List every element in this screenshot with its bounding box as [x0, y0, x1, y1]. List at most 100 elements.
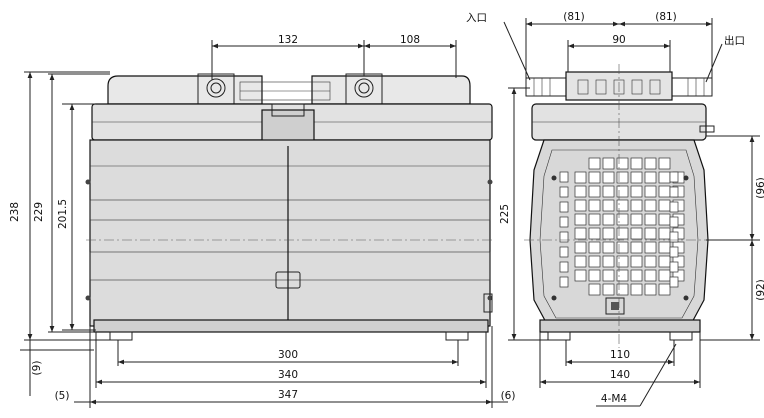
- vent-slot: [658, 185, 671, 198]
- side-foot-right: [669, 331, 693, 341]
- side-inlet-fitting: [525, 77, 573, 97]
- front-main-body: [89, 139, 491, 327]
- vent-slot: [630, 255, 643, 268]
- vent-slot: [644, 241, 657, 254]
- vent-slot: [644, 157, 657, 170]
- vent-slot: [630, 283, 643, 296]
- vent-slot: [644, 213, 657, 226]
- vent-slot-side: [669, 231, 679, 243]
- vent-slot: [616, 213, 629, 226]
- front-foot-left: [109, 331, 133, 341]
- vent-slot: [644, 269, 657, 282]
- vent-slot: [602, 171, 615, 184]
- vent-slot: [588, 185, 601, 198]
- front-top-cover-right: [311, 75, 471, 105]
- vent-slot-side: [559, 201, 569, 213]
- side-vent-grid: [559, 157, 685, 296]
- dim-132: 132: [278, 34, 298, 46]
- dim-347: 347: [278, 389, 298, 401]
- vent-slot: [630, 227, 643, 240]
- vent-slot: [588, 269, 601, 282]
- vent-slot: [630, 213, 643, 226]
- dim-225: 225: [499, 204, 511, 224]
- vent-slot-side: [669, 171, 679, 183]
- vent-slot: [588, 171, 601, 184]
- vent-slot: [630, 185, 643, 198]
- side-power-switch: [605, 297, 625, 315]
- vent-slot: [602, 269, 615, 282]
- vent-slot: [588, 227, 601, 240]
- vent-slot: [644, 199, 657, 212]
- vent-slot: [616, 241, 629, 254]
- front-center-latch: [275, 271, 301, 289]
- vent-slot: [616, 255, 629, 268]
- vent-slot: [658, 283, 671, 296]
- side-foot-left: [547, 331, 571, 341]
- dim-5: (5): [55, 390, 70, 402]
- vent-slot: [658, 157, 671, 170]
- vent-slot: [644, 255, 657, 268]
- vent-slot: [644, 171, 657, 184]
- side-outlet-fitting: [665, 77, 713, 97]
- vent-slot: [616, 185, 629, 198]
- vent-slot: [672, 269, 685, 282]
- dim-81-left: (81): [563, 11, 585, 23]
- vent-slot: [658, 213, 671, 226]
- vent-slot: [602, 227, 615, 240]
- vent-slot: [644, 227, 657, 240]
- vent-slot: [602, 283, 615, 296]
- vent-slot: [574, 255, 587, 268]
- vent-slot-side: [669, 261, 679, 273]
- vent-slot: [644, 185, 657, 198]
- vent-slot-side: [669, 246, 679, 258]
- dim-108: 108: [400, 34, 420, 46]
- vent-slot: [602, 157, 615, 170]
- vent-slot: [574, 241, 587, 254]
- front-foot-right: [445, 331, 469, 341]
- vent-slot-side: [559, 276, 569, 288]
- dim-96: (96): [755, 177, 764, 199]
- vent-slot: [630, 171, 643, 184]
- vent-slot: [658, 171, 671, 184]
- vent-slot: [616, 227, 629, 240]
- vent-slot: [588, 283, 601, 296]
- vent-slot: [672, 255, 685, 268]
- vent-slot: [588, 199, 601, 212]
- vent-slot: [658, 241, 671, 254]
- dim-92: (92): [755, 279, 764, 301]
- vent-slot-side: [559, 231, 569, 243]
- vent-slot-side: [669, 276, 679, 288]
- vent-slot: [574, 171, 587, 184]
- vent-slot: [574, 185, 587, 198]
- vent-slot: [588, 241, 601, 254]
- vent-slot-side: [669, 186, 679, 198]
- vent-slot-side: [559, 186, 569, 198]
- label-inlet: 入口: [466, 12, 487, 24]
- dim-340: 340: [278, 369, 298, 381]
- label-mount-4-m4: 4-M4: [601, 393, 628, 405]
- vent-slot: [588, 255, 601, 268]
- side-view: [524, 64, 716, 348]
- side-base-plate: [539, 319, 701, 333]
- vent-slot: [574, 269, 587, 282]
- front-view: [85, 73, 494, 341]
- dim-201-5: 201.5: [57, 199, 69, 229]
- vent-slot: [602, 199, 615, 212]
- vent-slot: [602, 241, 615, 254]
- dim-140: 140: [610, 369, 630, 381]
- vent-slot: [658, 255, 671, 268]
- vent-slot: [630, 241, 643, 254]
- vent-slot: [630, 157, 643, 170]
- dim-300: 300: [278, 349, 298, 361]
- front-top-cover-left: [107, 75, 263, 105]
- vent-slot-side: [559, 261, 569, 273]
- vent-slot-side: [559, 216, 569, 228]
- dim-6: (6): [501, 390, 516, 402]
- dim-9: (9): [31, 361, 43, 376]
- vent-slot: [616, 157, 629, 170]
- vent-slot-side: [559, 246, 569, 258]
- front-body-bands: [89, 165, 491, 281]
- vent-slot: [658, 227, 671, 240]
- vent-slot: [574, 227, 587, 240]
- label-outlet: 出口: [724, 34, 745, 47]
